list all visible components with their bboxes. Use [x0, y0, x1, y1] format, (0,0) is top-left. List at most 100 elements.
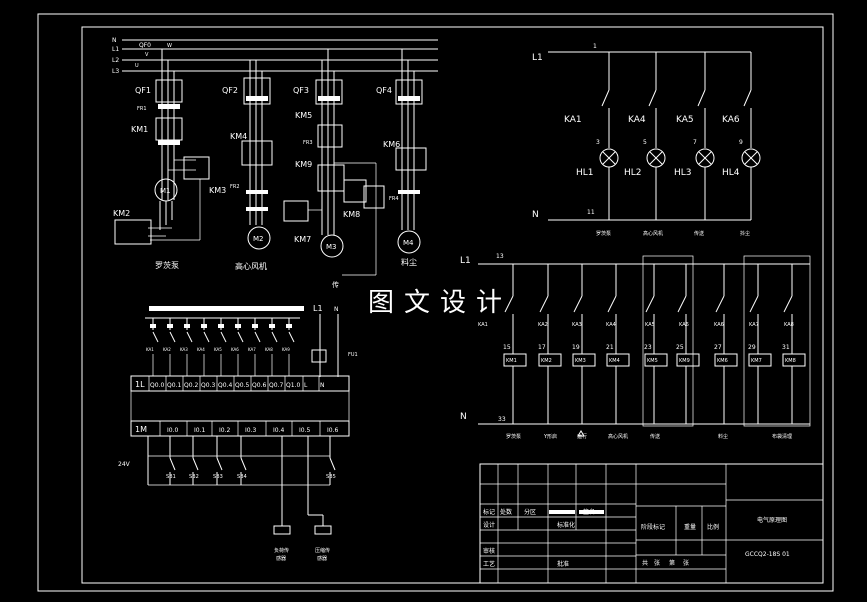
- plc-relay-label: KA8: [265, 347, 273, 352]
- relay-node-label: 15: [503, 344, 511, 351]
- plc-relay-contact: [203, 331, 210, 343]
- tb-mark: 标记: [483, 508, 495, 516]
- motor-m2-label: M2: [253, 235, 264, 243]
- lamp-branches: [599, 52, 761, 220]
- sensor-left-label-1: 负荷传: [274, 547, 289, 554]
- plc-voltage: 24V: [118, 461, 131, 468]
- motor-m2-symbol: [247, 226, 271, 250]
- phase-w-label: W: [167, 43, 172, 49]
- relay-contact-label: KA4: [606, 322, 616, 328]
- relay-contact-label: KA3: [572, 322, 582, 328]
- relay-contact-label: KA5: [645, 322, 655, 328]
- lamp-relay-contact: [697, 89, 706, 107]
- coil-box: [606, 353, 630, 367]
- lamp-name-1: 高心风机: [643, 230, 663, 237]
- input-terminal-label: I0.6: [327, 427, 338, 434]
- breaker-qf1: QF1: [135, 86, 151, 95]
- plc-relay-coil: [184, 324, 190, 328]
- lamp-node-0: 3: [596, 139, 600, 146]
- lamp-hl-0: HL1: [576, 168, 594, 178]
- relay-contact-label: KA1: [478, 322, 488, 328]
- relay-top-node: 13: [496, 253, 504, 260]
- inner-frame: [81, 26, 824, 584]
- plc-relay-contact: [254, 331, 261, 343]
- plc-relay-label: KA5: [214, 347, 222, 352]
- contactor-km4: KM4: [230, 132, 247, 141]
- relay-contact: [645, 295, 655, 313]
- group-frame-1: [642, 255, 694, 427]
- lamp-relay-contact: [648, 89, 657, 107]
- tb-scale: 比例: [707, 523, 719, 531]
- relay-contact: [504, 295, 514, 313]
- relay-node-label: 27: [714, 344, 722, 351]
- coil-box: [644, 353, 668, 367]
- input-terminal-label: I0.3: [245, 427, 256, 434]
- contactor-km6: KM6: [383, 140, 400, 149]
- contactor-km2: KM2: [113, 209, 130, 218]
- tb-standardize: 标准化: [557, 521, 575, 529]
- outer-frame: [37, 13, 834, 592]
- coil-label: KM4: [609, 358, 620, 364]
- plc-relay-contact: [288, 331, 295, 343]
- relay-name-5: 料尘: [718, 433, 728, 440]
- qs-label: QF0: [139, 42, 151, 49]
- plc-relay-label: KA7: [248, 347, 256, 352]
- bus-label-l1: L1: [112, 46, 119, 53]
- sensor-left-label-2: 感器: [276, 555, 286, 562]
- lamp-cross: [649, 151, 663, 165]
- contactor-km1: KM1: [131, 125, 148, 134]
- lamp-node-3: 9: [739, 139, 743, 146]
- relay-contact: [607, 295, 617, 313]
- sensor-right-label-2: 感器: [317, 555, 327, 562]
- coil-label: KM2: [541, 358, 552, 364]
- plc-relay-coil: [252, 324, 258, 328]
- relay-contact-label: KA6: [714, 322, 724, 328]
- plc-relay-coil: [286, 324, 292, 328]
- lamp-hl-3: HL4: [722, 168, 740, 178]
- contactor-km8: KM8: [343, 210, 360, 219]
- output-terminal-label: Q0.1: [167, 382, 181, 389]
- coil-box: [538, 353, 562, 367]
- output-terminal-label: Q1.0: [286, 382, 300, 389]
- motor-name-3: 传: [332, 280, 339, 289]
- contactor-km5: KM5: [295, 111, 312, 120]
- lamp-node-2: 7: [693, 139, 697, 146]
- coil-label: KM6: [717, 358, 728, 364]
- tb-stage: 阶段标记: [641, 523, 665, 531]
- lamp-name-0: 罗茨泵: [596, 230, 611, 237]
- plc-relay-contact: [220, 331, 227, 343]
- tb-weight: 重量: [684, 523, 696, 531]
- relay-node-label: 31: [782, 344, 790, 351]
- output-terminal-label: Q0.5: [235, 382, 249, 389]
- relay-contact: [573, 295, 583, 313]
- motor-main-circuit: N L1 L2 L3 QF0 V U W QF1 FR1 KM1 KM3 M1 …: [112, 37, 438, 289]
- fuse-label: FU1: [348, 352, 358, 358]
- lamp-relay-contact: [601, 89, 610, 107]
- relay-l1-label: L1: [460, 256, 471, 266]
- lamp-relay-1: KA4: [628, 115, 646, 125]
- relay-contact: [677, 295, 687, 313]
- relay-contact-label: KA2: [538, 322, 548, 328]
- phase-v-label: V: [145, 52, 149, 58]
- tb-sheet-unit-2: 张: [683, 559, 689, 567]
- relay-contact-label: KA7: [749, 322, 759, 328]
- motor-m1-label: M1: [160, 187, 171, 195]
- pushbutton-contact: [169, 457, 176, 471]
- relay-name-4: 传送: [650, 433, 660, 440]
- coil-box: [714, 353, 738, 367]
- pushbutton-label: SB5: [326, 474, 336, 480]
- output-terminal-label: 1L: [135, 380, 145, 389]
- lamp-name-2: 传送: [694, 230, 704, 237]
- pushbutton-label: SB2: [189, 474, 199, 480]
- contactor-km3: KM3: [209, 186, 226, 195]
- breaker-qf2: QF2: [222, 86, 238, 95]
- motor-m4-symbol: [397, 230, 421, 254]
- pushbutton-label: SB1: [166, 474, 176, 480]
- coil-box: [676, 353, 700, 367]
- relay-branches: KA115KM1KA217KM2KA319KM3KA421KM4KA523KM5…: [478, 264, 806, 437]
- relay-contact-label: KA6: [679, 322, 689, 328]
- output-terminal-label: Q0.0: [150, 382, 164, 389]
- relay-name-6: 布袋清理: [772, 433, 792, 440]
- contactor-km7: KM7: [294, 235, 311, 244]
